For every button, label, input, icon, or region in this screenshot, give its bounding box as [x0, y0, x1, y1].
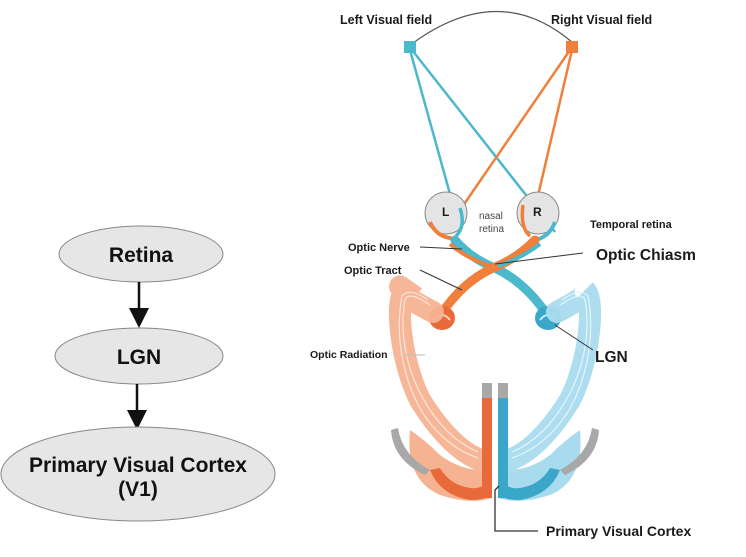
node-v1 [0, 426, 276, 522]
left-eye: L [424, 191, 468, 244]
left-visual-field-label: Left Visual field [340, 13, 432, 27]
node-lgn [54, 327, 224, 385]
optic-tract-label: Optic Tract [344, 265, 402, 277]
right-occipital-cortex [498, 383, 599, 501]
lgn-label: LGN [595, 349, 628, 366]
optic-nerve-label: Optic Nerve [348, 242, 410, 254]
visual-field-arc [412, 10, 574, 44]
primary-visual-cortex-leader [494, 485, 538, 532]
left-eye-label: L [442, 205, 449, 219]
node-lgn-label: LGN [117, 346, 161, 369]
optic-chiasm-leader [494, 252, 584, 265]
left-occipital-cortex [391, 383, 492, 501]
right-eye-label: R [533, 205, 542, 219]
optic-nerve-leader [419, 246, 463, 250]
lgn-leader [554, 324, 594, 351]
right-field-ray-to-left-eye [443, 49, 572, 233]
primary-visual-cortex-label: Primary Visual Cortex [546, 523, 691, 539]
right-visual-field-label: Right Visual field [551, 13, 652, 27]
right-eye: R [516, 191, 560, 242]
right-optic-nerve-to-left-tract [435, 235, 540, 321]
optic-chiasm-label: Optic Chiasm [596, 247, 696, 264]
node-retina-label: Retina [109, 244, 174, 267]
node-v1-label: Primary Visual Cortex [29, 454, 247, 477]
nasal-retina-label-line1: nasal [479, 211, 503, 222]
optic-radiation-label: Optic Radiation [310, 349, 388, 361]
temporal-retina-label: Temporal retina [590, 219, 673, 231]
anatomy-diagram: Left Visual field Right Visual field L R… [310, 10, 696, 539]
node-v1-sublabel: (V1) [118, 478, 158, 501]
nasal-retina-label-line2: retina [479, 224, 504, 235]
node-retina [58, 225, 224, 283]
flowchart: Retina LGN Primary Visual Cortex (V1) [0, 225, 276, 522]
optic-tract-leader [419, 269, 463, 291]
